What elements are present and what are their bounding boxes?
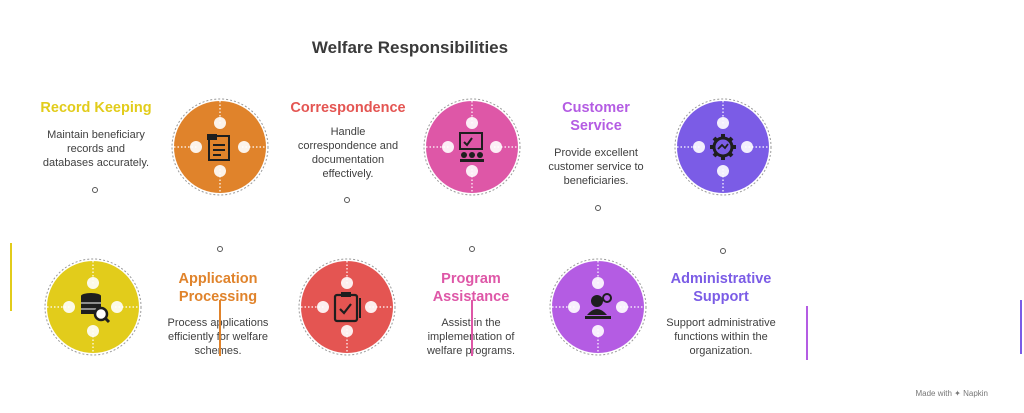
- puzzle-shape: [423, 98, 521, 196]
- puzzle-shape: [44, 258, 142, 356]
- puzzle-shape: [171, 98, 269, 196]
- page-title: Welfare Responsibilities: [311, 38, 509, 57]
- connector-dot: [217, 246, 223, 252]
- administrative-support-description: Support administrative functions within …: [666, 317, 776, 357]
- puzzle-piece-database-search: [38, 257, 148, 357]
- puzzle-piece-document: [165, 97, 275, 197]
- connector-dot: [595, 205, 601, 211]
- connector-dot: [469, 246, 475, 252]
- administrative-support-title: Administrative Support: [670, 271, 772, 305]
- puzzle-shape: [298, 258, 396, 356]
- correspondence-title: Correspondence: [290, 100, 406, 116]
- connector-dot: [344, 197, 350, 203]
- connector-dot: [92, 187, 98, 193]
- application-processing-description: Process applications efficiently for wel…: [167, 317, 269, 357]
- record-keeping-description: Maintain beneficiary records and databas…: [42, 129, 150, 169]
- connector-dot: [720, 248, 726, 254]
- gear-icon: [710, 134, 736, 160]
- puzzle-shape: [674, 98, 772, 196]
- database-search-icon: [81, 293, 111, 324]
- footer-credit: Made with ✦ Napkin: [915, 389, 988, 398]
- puzzle-shape: [549, 258, 647, 356]
- puzzle-piece-help-desk: [543, 257, 653, 357]
- accent-line: [806, 306, 808, 360]
- application-processing-title: Application Processing: [178, 271, 258, 305]
- accent-line: [471, 300, 473, 356]
- customer-service-title: Customer Service: [562, 100, 630, 134]
- puzzle-piece-clipboard: [292, 257, 402, 357]
- help-desk-icon: [585, 293, 612, 319]
- program-assistance-title: Program Assistance: [432, 271, 510, 305]
- puzzle-piece-presentation: [417, 97, 527, 197]
- record-keeping-title: Record Keeping: [40, 100, 152, 116]
- document-icon: [207, 134, 230, 161]
- clipboard-icon: [333, 292, 361, 323]
- accent-line: [1020, 300, 1022, 354]
- correspondence-description: Handle correspondence and documentation …: [297, 126, 399, 180]
- accent-line: [219, 300, 221, 356]
- presentation-icon: [459, 132, 484, 162]
- accent-line: [10, 243, 12, 311]
- customer-service-description: Provide excellent customer service to be…: [548, 147, 644, 187]
- puzzle-piece-gear: [668, 97, 778, 197]
- program-assistance-description: Assist in the implementation of welfare …: [426, 317, 516, 357]
